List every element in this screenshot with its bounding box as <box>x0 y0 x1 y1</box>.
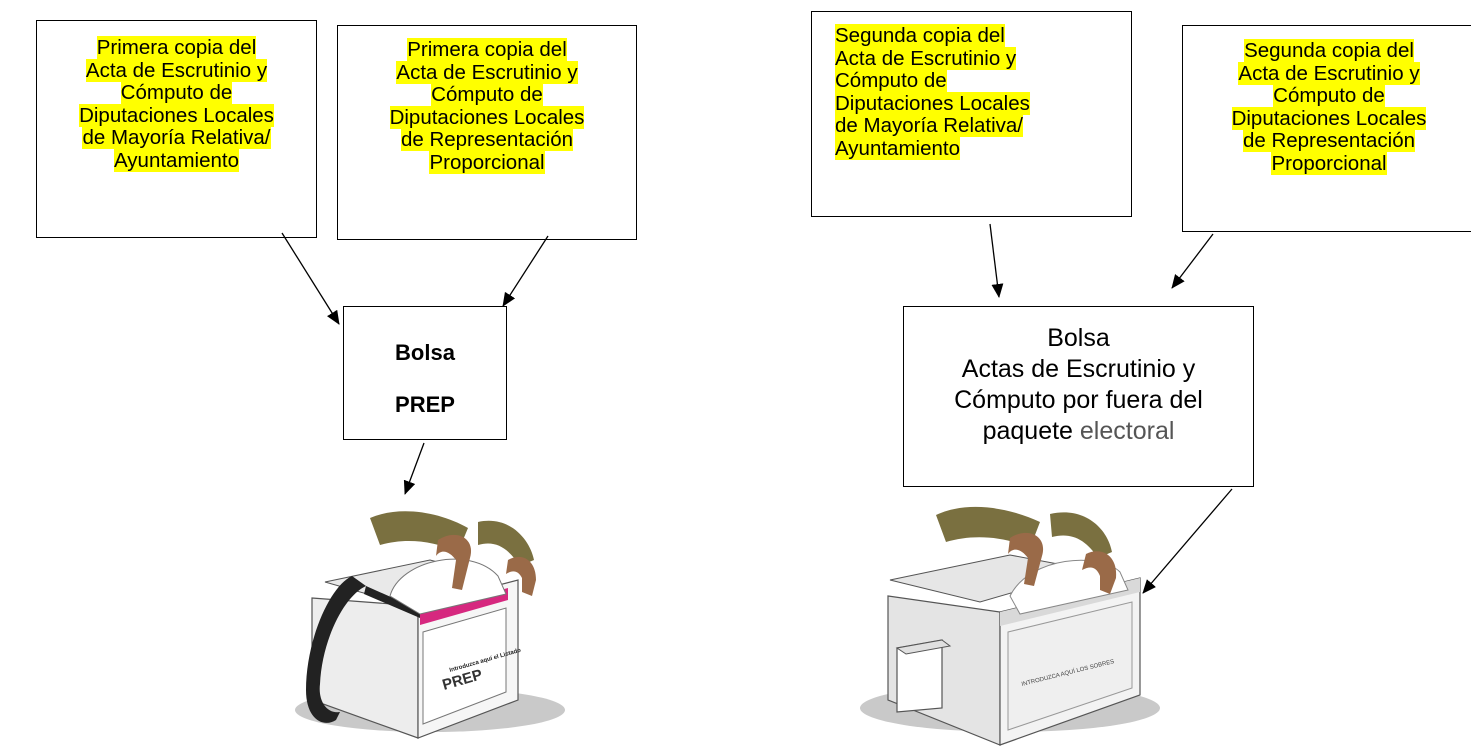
text-line: Primera copia del <box>407 38 567 61</box>
arrow <box>502 235 549 307</box>
text-line: Cómputo de <box>1273 84 1385 107</box>
text-line: de Representación <box>400 128 574 151</box>
text-line: Diputaciones Locales <box>1231 106 1427 130</box>
bag-title: Bolsa <box>395 340 455 365</box>
paper-bag <box>1009 559 1129 615</box>
arrow <box>403 442 425 495</box>
hand <box>1082 551 1117 594</box>
card-second-copy-representacion: Segunda copia del Acta de Escrutinio y C… <box>1182 25 1471 232</box>
paper-bag <box>389 558 507 615</box>
card-text: Segunda copia del Acta de Escrutinio y C… <box>1183 39 1471 175</box>
card-text: Primera copia del Acta de Escrutinio y C… <box>338 38 636 174</box>
card-text: Primera copia del Acta de Escrutinio y C… <box>37 36 316 172</box>
bag-line: paquete electoral <box>904 416 1253 447</box>
bag-line-part: electoral <box>1079 417 1175 445</box>
arrow <box>281 232 340 325</box>
bag-line-part: paquete <box>982 417 1080 445</box>
text-line: de Mayoría Relativa/ <box>835 114 1024 137</box>
card-first-copy-mayoria: Primera copia del Acta de Escrutinio y C… <box>36 20 317 238</box>
ballot-box-prep-illustration: Introduzca aquí el Listado PREP <box>295 511 565 739</box>
hand <box>506 556 536 596</box>
hand <box>436 534 472 590</box>
text-line: de Representación <box>1242 129 1416 152</box>
text-line: Cómputo de <box>835 69 947 92</box>
text-line: Cómputo de <box>120 81 233 104</box>
bag-line: Bolsa <box>1047 324 1110 352</box>
card-first-copy-representacion: Primera copia del Acta de Escrutinio y C… <box>337 25 637 240</box>
text-line: Primera copia del <box>96 36 257 59</box>
text-line: Proporcional <box>1271 151 1387 175</box>
sleeve <box>478 520 534 566</box>
text-line: Segunda copia del <box>1244 39 1414 62</box>
bag-line: Actas de Escrutinio y <box>961 355 1196 383</box>
arrow <box>989 223 1004 298</box>
text-line: Diputaciones Locales <box>79 103 274 127</box>
text-line: Acta de Escrutinio y <box>396 60 578 84</box>
text-line: Acta de Escrutinio y <box>85 58 268 82</box>
bag-text: Bolsa Actas de Escrutinio y Cómputo por … <box>904 323 1253 447</box>
arrow <box>1171 233 1214 289</box>
text-line: Ayuntamiento <box>114 148 239 172</box>
bag-subtitle: PREP <box>395 392 455 417</box>
strap <box>306 576 366 723</box>
card-text: Segunda copia del Acta de Escrutinio y C… <box>835 24 1131 160</box>
text-line: Diputaciones Locales <box>389 105 585 129</box>
text-line: Segunda copia del <box>835 24 1005 47</box>
text-line: de Mayoría Relativa/ <box>82 126 271 149</box>
bag-actas-box: Bolsa Actas de Escrutinio y Cómputo por … <box>903 306 1254 487</box>
label-panel <box>1007 601 1133 731</box>
bag-line: Cómputo por fuera del <box>954 386 1203 414</box>
hand <box>1008 532 1044 586</box>
text-line: Cómputo de <box>431 83 543 106</box>
card-second-copy-mayoria: Segunda copia del Acta de Escrutinio y C… <box>811 11 1132 217</box>
text-line: Ayuntamiento <box>835 136 960 160</box>
text-line: Proporcional <box>429 150 545 174</box>
text-line: Acta de Escrutinio y <box>835 46 1017 70</box>
text-line: Diputaciones Locales <box>835 91 1030 115</box>
label-panel <box>422 607 507 725</box>
bag-prep-box: Bolsa PREP <box>343 306 507 440</box>
ballot-box-actas-illustration: INTRODUZCA AQUÍ LOS SOBRES <box>860 506 1160 746</box>
sleeve <box>1050 512 1112 558</box>
text-line: Acta de Escrutinio y <box>1238 61 1420 85</box>
arrow <box>1142 488 1233 594</box>
